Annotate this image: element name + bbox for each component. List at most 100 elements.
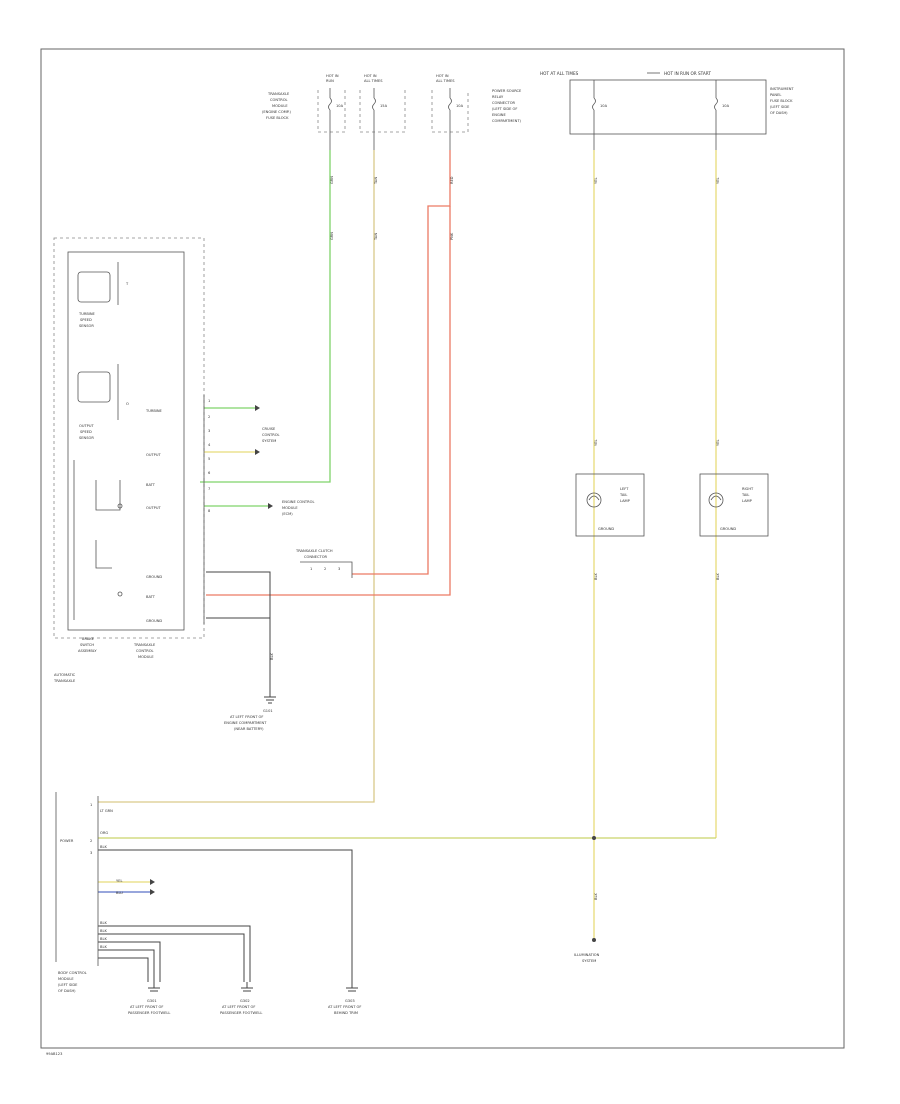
figure-code: 99AB123 — [46, 1052, 62, 1056]
svg-text:5: 5 — [208, 457, 210, 461]
diagram-frame — [40, 48, 845, 1049]
bottom-ground-3: G303 AT LEFT FRONT OF BEHIND TRIM — [328, 982, 361, 1015]
svg-text:BLK: BLK — [100, 945, 107, 949]
bottom-ground-1: G301 AT LEFT FRONT OF PASSENGER FOOTWELL — [128, 982, 170, 1015]
fuse-element-2: 15A — [372, 88, 388, 150]
svg-text:2: 2 — [324, 567, 326, 571]
fuse-note-left-4: (ENGINE COMP.) — [262, 110, 291, 114]
svg-text:O: O — [126, 402, 129, 406]
svg-text:POWER: POWER — [60, 839, 74, 843]
bottom-module: 1 2 3 POWER LT GRN ORG BLK YEL BLU BLK B… — [55, 792, 123, 993]
svg-text:OF DASH): OF DASH) — [58, 989, 76, 993]
fuse-note-right-5: OF DASH) — [770, 111, 788, 115]
svg-text:6: 6 — [208, 471, 211, 475]
tcc-connector: TRANSAXLE CLUTCH CONNECTOR 1 2 3 — [295, 549, 353, 578]
fuse-box-header-left: HOT AT ALL TIMES — [540, 71, 579, 76]
svg-text:LEFT: LEFT — [620, 487, 629, 491]
svg-text:TAIL: TAIL — [741, 493, 749, 497]
wire-bottom-1 — [98, 925, 251, 982]
svg-text:4: 4 — [208, 443, 211, 447]
brake-switch-assembly: BRAKE SWITCH ASSEMBLY — [73, 460, 123, 653]
fuse-box-header-right: HOT IN RUN OR START — [664, 71, 711, 76]
cruise-ref-2: CONTROL — [262, 433, 280, 437]
fuse-group-right: HOT AT ALL TIMES HOT IN RUN OR START POW… — [492, 71, 794, 150]
terminal-dot — [592, 938, 596, 942]
engine-ground-3: ENGINE COMPARTMENT — [224, 721, 267, 725]
svg-text:MODULE: MODULE — [138, 655, 154, 659]
fuse1-label-line2: RUN — [326, 79, 334, 83]
svg-text:10A: 10A — [722, 104, 730, 108]
cruise-ref-1: CRUISE — [262, 427, 276, 431]
fuse-note-left-2: CONTROL — [270, 98, 288, 102]
auto-transaxle-note-1: AUTOMATIC — [54, 673, 76, 677]
fuse3-label-line2: ALL TIMES — [436, 79, 455, 83]
fuse1-label-line1: HOT IN — [326, 74, 339, 78]
svg-text:OUTPUT: OUTPUT — [146, 453, 161, 457]
wire-label-5: RED — [450, 176, 454, 184]
svg-text:OUTPUT: OUTPUT — [79, 424, 94, 428]
svg-text:MODULE: MODULE — [58, 977, 74, 981]
wire-label-14: BLK — [270, 653, 274, 660]
svg-text:8: 8 — [208, 509, 211, 513]
svg-text:SENSOR: SENSOR — [79, 436, 94, 440]
svg-text:G301: G301 — [147, 999, 157, 1003]
fuse-note-mid-5: ENGINE — [492, 113, 506, 117]
svg-text:BATT: BATT — [146, 483, 156, 487]
svg-text:ASSEMBLY: ASSEMBLY — [78, 649, 97, 653]
svg-text:TURBINE: TURBINE — [78, 312, 96, 316]
wire-label-8: YEL — [716, 178, 720, 184]
svg-text:SPEED: SPEED — [80, 430, 92, 434]
ground-symbol-icon — [264, 690, 276, 704]
wire-bottom-5 — [98, 957, 149, 982]
wire-label-9: YEL — [594, 440, 598, 446]
svg-text:SENSOR: SENSOR — [79, 324, 94, 328]
connector-arrow-icon — [150, 889, 155, 895]
tcm-connector-pins: 1 2 3 4 5 6 7 8 — [203, 395, 211, 624]
svg-text:2: 2 — [208, 415, 210, 419]
illumination-note-1: ILLUMINATION — [574, 953, 600, 957]
svg-text:BLK: BLK — [100, 921, 107, 925]
svg-text:15A: 15A — [380, 104, 388, 108]
output-speed-sensor: O OUTPUT SPEED SENSOR — [77, 364, 129, 440]
svg-text:BODY CONTROL: BODY CONTROL — [58, 971, 87, 975]
wire-label-13: BLK — [594, 893, 598, 900]
svg-text:YEL: YEL — [116, 879, 122, 883]
svg-text:BRAKE: BRAKE — [82, 637, 95, 641]
wire-bottom-4 — [98, 949, 155, 982]
svg-text:CONTROL: CONTROL — [136, 649, 154, 653]
fuse-group-left: HOT IN RUN HOT IN ALL TIMES HOT IN ALL T… — [262, 74, 469, 150]
left-tail-lamp: LEFT TAIL LAMP GROUND — [575, 473, 645, 537]
fuse-box-outline-a — [317, 90, 346, 133]
wire-label-2: GRN — [330, 232, 334, 240]
wire-red-return — [206, 206, 451, 596]
svg-text:LAMP: LAMP — [620, 499, 631, 503]
fuse-element-4: 10A — [592, 80, 608, 150]
svg-text:T: T — [125, 282, 129, 286]
fuse-note-left-3: MODULE — [272, 104, 288, 108]
fuse-note-mid-3: CONNECTOR — [492, 101, 516, 105]
svg-text:PASSENGER FOOTWELL: PASSENGER FOOTWELL — [220, 1011, 262, 1015]
wire-label-1: GRN — [330, 176, 334, 184]
wire-bottom-3 — [98, 941, 161, 982]
wire-label-12: BLK — [716, 573, 720, 580]
wire-label-6: PNK — [450, 232, 454, 240]
wire-label-10: YEL — [716, 440, 720, 446]
bottom-ground-2: G302 AT LEFT FRONT OF PASSENGER FOOTWELL — [220, 982, 262, 1015]
svg-text:TAIL: TAIL — [619, 493, 627, 497]
svg-text:ORG: ORG — [100, 831, 108, 835]
wire-green-fuse1 — [200, 150, 331, 483]
svg-text:3: 3 — [90, 851, 92, 855]
svg-text:TRANSAXLE CLUTCH: TRANSAXLE CLUTCH — [295, 549, 333, 553]
svg-text:AT LEFT FRONT OF: AT LEFT FRONT OF — [130, 1005, 163, 1009]
svg-text:2: 2 — [90, 839, 92, 843]
connector-arrow-icon — [150, 879, 155, 885]
engine-ground-2: AT LEFT FRONT OF — [230, 715, 263, 719]
connector-arrow-icon — [255, 405, 260, 411]
svg-text:LAMP: LAMP — [742, 499, 753, 503]
turbine-speed-sensor: T TURBINE SPEED SENSOR — [77, 262, 129, 328]
svg-text:AT LEFT FRONT OF: AT LEFT FRONT OF — [222, 1005, 255, 1009]
fuse2-label-line2: ALL TIMES — [364, 79, 383, 83]
fuse-note-mid-2: RELAY — [492, 95, 504, 99]
